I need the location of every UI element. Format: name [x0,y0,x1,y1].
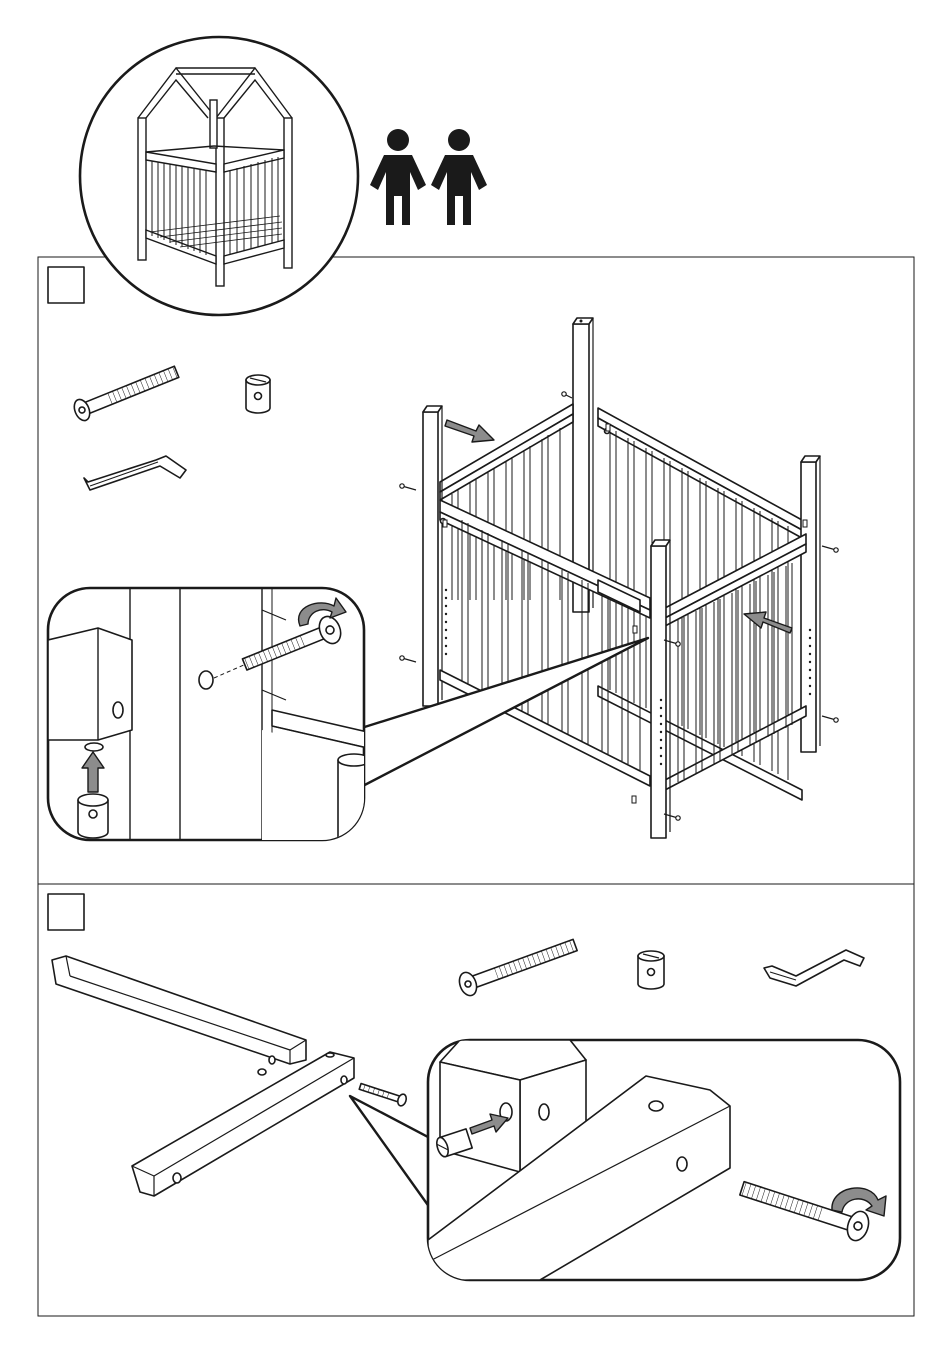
rail-corner-bolt-detail [428,1040,900,1280]
bolt-icon [71,362,180,423]
push-arrow-icon [445,420,494,442]
finished-crib-house-illustration [80,37,358,315]
barrel-nut-icon [246,375,270,413]
crib-post [423,406,447,706]
crib-post [651,540,670,838]
step-1-number-box [48,267,84,303]
bolt-into-barrel-nut-detail [48,588,420,840]
step-2-number-box [48,894,84,930]
crib-frame-assembly [400,318,838,838]
allen-key-icon [764,950,864,986]
detail-callout-pointer [350,1096,430,1208]
top-rail-corner-assembly [52,956,408,1196]
person-icon [370,129,426,225]
bolt-icon [456,934,579,998]
barrel-nut-icon [638,951,664,989]
allen-key-icon [84,456,186,490]
person-icon [431,129,487,225]
barrel-nut-icon [78,794,108,838]
two-person-assembly-icon [370,129,487,225]
